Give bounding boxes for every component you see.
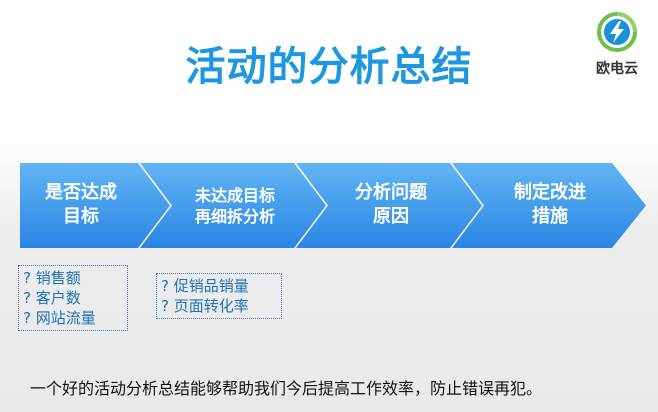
logo: 欧电云: [586, 12, 648, 88]
footer-text: 一个好的活动分析总结能够帮助我们今后提高工作效率，防止错误再犯。: [30, 379, 543, 398]
page-title: 活动的分析总结: [185, 44, 473, 90]
metric-item: ? 促销品销量: [161, 277, 249, 295]
flow-step-2-arrow: [140, 163, 326, 248]
lightning-icon: [597, 12, 637, 52]
metric-item: ? 网站流量: [23, 309, 96, 327]
flow-step-3-arrow: [296, 163, 482, 248]
metrics-box-2: ? 促销品销量 ? 页面转化率: [156, 273, 282, 319]
flow-step-4-label: 制定改进 措施: [514, 182, 586, 227]
logo-text: 欧电云: [596, 61, 638, 77]
flow-step-1-arrow: [20, 163, 170, 248]
flow-step-2-label: 未达成目标 再细拆分析: [194, 186, 275, 226]
metric-item: ? 页面转化率: [161, 297, 249, 315]
metric-item: ? 客户数: [23, 289, 81, 307]
process-flow: 是否达成 目标 未达成目标 再细拆分析 分析问题 原因 制定改进 措施: [20, 163, 650, 248]
flow-step-3-label: 分析问题 原因: [355, 182, 427, 227]
flow-step-1-label: 是否达成 目标: [45, 182, 117, 227]
metrics-box-1: ? 销售额 ? 客户数 ? 网站流量: [18, 265, 128, 331]
metric-item: ? 销售额: [23, 269, 81, 287]
flow-step-4-arrow: [452, 163, 646, 248]
